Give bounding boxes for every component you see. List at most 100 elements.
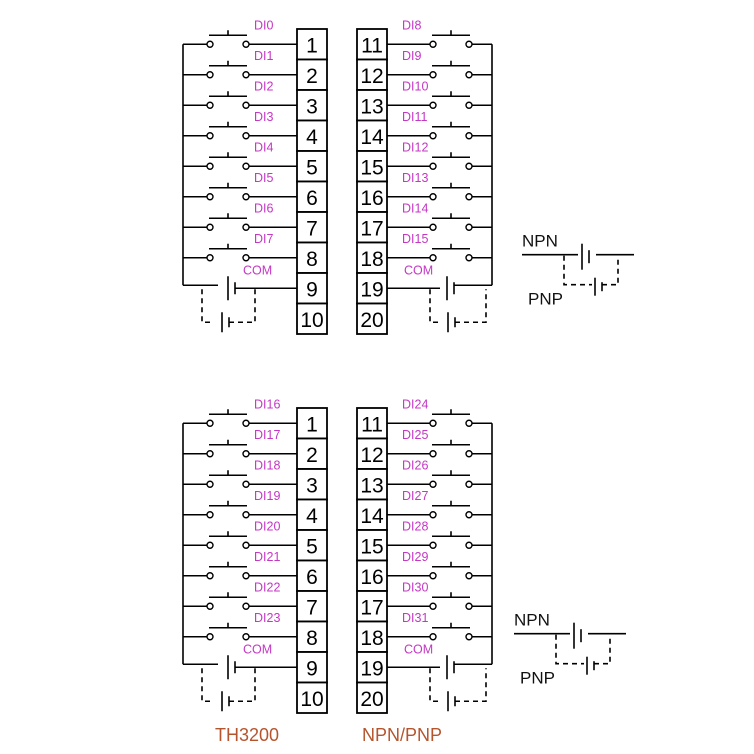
switch-contact-icon bbox=[206, 439, 250, 458]
contact-pin-icon bbox=[206, 254, 214, 262]
contact-pin-icon bbox=[242, 132, 250, 140]
com-label: COM bbox=[404, 642, 433, 656]
contact-pin-icon bbox=[465, 40, 473, 48]
contact-pin-icon bbox=[429, 101, 437, 109]
terminal-label: 4 bbox=[306, 505, 318, 528]
terminal-label: 18 bbox=[360, 248, 383, 271]
switch-contact-icon bbox=[206, 243, 250, 262]
contact-pin-icon bbox=[242, 480, 250, 488]
terminal-label: 5 bbox=[306, 157, 318, 180]
contact-pin-icon bbox=[465, 633, 473, 641]
contact-pin-icon bbox=[465, 193, 473, 201]
contact-pin-icon bbox=[429, 572, 437, 580]
supply-icon bbox=[573, 622, 582, 649]
contact-pin-icon bbox=[465, 480, 473, 488]
contact-pin-icon bbox=[206, 162, 214, 170]
switch-contact-icon bbox=[429, 213, 473, 231]
terminal-cell bbox=[356, 119, 388, 152]
terminal-cell bbox=[356, 302, 388, 335]
contact-pin-icon bbox=[465, 254, 473, 262]
switch-contact-icon bbox=[429, 121, 473, 140]
contact-pin-icon bbox=[429, 541, 437, 549]
input-label: DI22 bbox=[254, 580, 280, 594]
contact-pin-icon bbox=[465, 223, 473, 231]
contact-pin-icon bbox=[465, 132, 473, 140]
terminal-label: 19 bbox=[360, 279, 383, 302]
alt-wire bbox=[429, 668, 441, 703]
mode-caption: NPN/PNP bbox=[362, 725, 442, 745]
terminal-label: 11 bbox=[361, 414, 383, 437]
terminal-cell bbox=[296, 529, 328, 562]
contact-pin-icon bbox=[242, 541, 250, 549]
input-label: DI9 bbox=[402, 49, 422, 63]
input-label: DI0 bbox=[254, 18, 274, 32]
contact-pin-icon bbox=[429, 511, 437, 519]
input-label: DI6 bbox=[254, 201, 274, 215]
input-label: DI3 bbox=[254, 110, 274, 124]
terminal-label: 10 bbox=[300, 688, 323, 711]
terminal-cell bbox=[356, 407, 388, 440]
terminal-label: 15 bbox=[360, 157, 383, 180]
alt-wire bbox=[229, 289, 256, 324]
input-label: DI31 bbox=[402, 611, 428, 625]
switch-contact-icon bbox=[429, 592, 473, 610]
terminal-label: 17 bbox=[360, 218, 383, 241]
switch-contact-icon bbox=[429, 182, 473, 201]
switch-contact-icon bbox=[429, 561, 473, 580]
terminal-label: 2 bbox=[306, 444, 318, 467]
contact-pin-icon bbox=[465, 450, 473, 458]
alt-wire bbox=[455, 668, 487, 703]
supply-icon bbox=[221, 312, 230, 333]
terminal-label: 6 bbox=[306, 187, 318, 210]
terminal-label: 4 bbox=[306, 126, 318, 149]
switch-contact-icon bbox=[206, 592, 250, 610]
alt-wire bbox=[555, 634, 584, 665]
input-label: DI12 bbox=[402, 140, 428, 154]
contact-pin-icon bbox=[206, 40, 214, 48]
switch-contact-icon bbox=[206, 622, 250, 641]
terminal-label: 16 bbox=[360, 187, 383, 210]
switch-contact-icon bbox=[429, 91, 473, 109]
terminal-label: 14 bbox=[360, 505, 384, 528]
supply-icon bbox=[447, 691, 456, 712]
input-label: DI26 bbox=[402, 458, 428, 472]
switch-contact-icon bbox=[429, 439, 473, 458]
input-label: DI20 bbox=[254, 519, 280, 533]
input-label: DI1 bbox=[254, 49, 274, 63]
input-label: DI10 bbox=[402, 79, 428, 93]
input-label: DI4 bbox=[254, 140, 274, 154]
switch-contact-icon bbox=[206, 561, 250, 580]
input-label: DI23 bbox=[254, 611, 280, 625]
contact-pin-icon bbox=[242, 223, 250, 231]
npn-label: NPN bbox=[514, 611, 550, 630]
terminal-label: 8 bbox=[306, 627, 318, 650]
terminal-label: 2 bbox=[306, 65, 318, 88]
terminal-label: 7 bbox=[306, 597, 318, 620]
terminal-label: 11 bbox=[361, 35, 383, 58]
contact-pin-icon bbox=[206, 633, 214, 641]
contact-pin-icon bbox=[206, 511, 214, 519]
terminal-label: 14 bbox=[360, 126, 384, 149]
contact-pin-icon bbox=[206, 602, 214, 610]
contact-pin-icon bbox=[206, 71, 214, 79]
supply-icon bbox=[227, 276, 236, 301]
input-label: DI24 bbox=[402, 397, 428, 411]
supply-icon bbox=[446, 655, 455, 680]
input-label: DI2 bbox=[254, 79, 274, 93]
input-label: DI29 bbox=[402, 550, 428, 564]
contact-pin-icon bbox=[242, 450, 250, 458]
switch-contact-icon bbox=[206, 470, 250, 488]
contact-pin-icon bbox=[465, 101, 473, 109]
terminal-label: 19 bbox=[360, 658, 383, 681]
supply-icon bbox=[447, 312, 456, 333]
contact-pin-icon bbox=[242, 633, 250, 641]
contact-pin-icon bbox=[429, 40, 437, 48]
terminal-cell bbox=[356, 150, 388, 183]
contact-pin-icon bbox=[206, 132, 214, 140]
terminal-cell bbox=[356, 437, 388, 470]
model-caption: TH3200 bbox=[215, 725, 279, 745]
alt-wire bbox=[563, 255, 592, 286]
